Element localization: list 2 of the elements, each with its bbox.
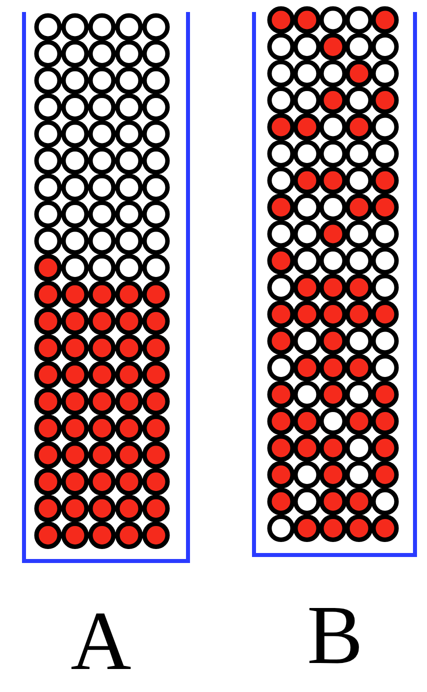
panel-label: B <box>306 594 364 678</box>
panel-label: A <box>70 600 132 684</box>
